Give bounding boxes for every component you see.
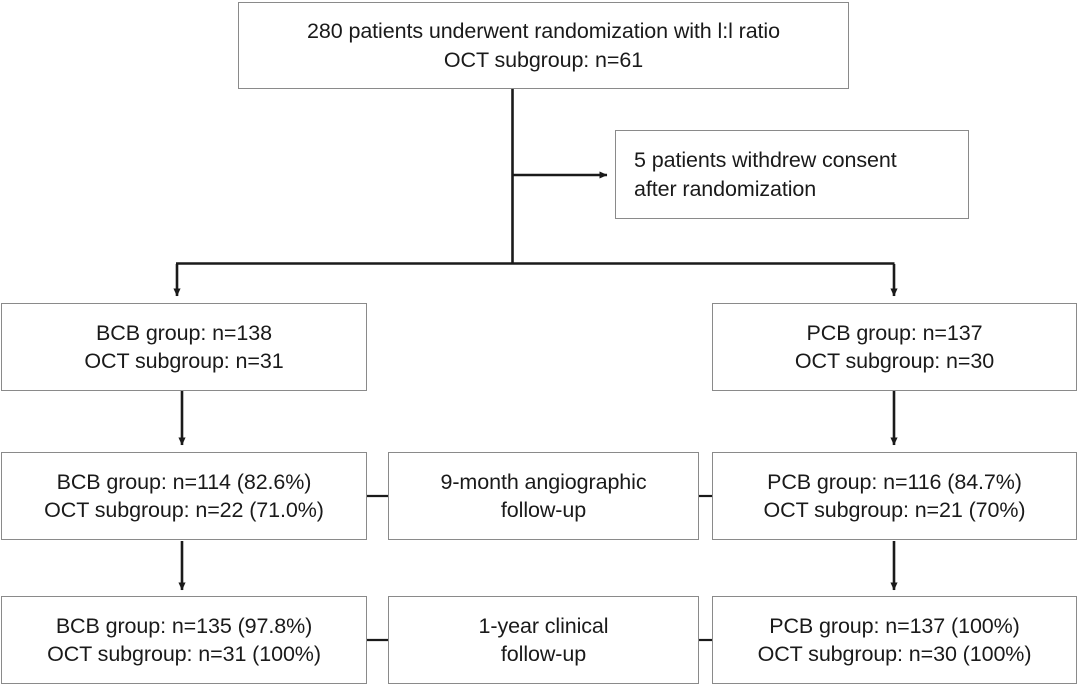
angiographic-label-line-1: 9-month angiographic [440,469,647,494]
pcb-clinical-followup-box: PCB group: n=137 (100%) OCT subgroup: n=… [712,596,1077,684]
randomization-line-2: OCT subgroup: n=61 [443,47,644,72]
withdrew-consent-line-1: 5 patients withdrew consent [634,148,897,173]
randomization-box: 280 patients underwent randomization wit… [238,2,849,89]
angiographic-followup-label-box: 9-month angiographic follow-up [388,452,699,540]
bcb-clinical-followup-box: BCB group: n=135 (97.8%) OCT subgroup: n… [1,596,367,684]
pcb-allocation-box: PCB group: n=137 OCT subgroup: n=30 [712,303,1077,391]
pcb-angiographic-followup-box: PCB group: n=116 (84.7%) OCT subgroup: n… [712,452,1077,540]
bcb-angiographic-line-2: OCT subgroup: n=22 (71.0%) [44,498,324,522]
pcb-clinical-line-1: PCB group: n=137 (100%) [769,613,1020,638]
angiographic-label-line-2: follow-up [500,498,587,522]
bcb-allocation-line-1: BCB group: n=138 [96,320,272,345]
pcb-allocation-line-1: PCB group: n=137 [806,320,983,345]
bcb-angiographic-followup-box: BCB group: n=114 (82.6%) OCT subgroup: n… [1,452,367,540]
clinical-label-line-1: 1-year clinical [478,613,609,638]
bcb-clinical-line-2: OCT subgroup: n=31 (100%) [47,642,321,666]
bcb-angiographic-line-1: BCB group: n=114 (82.6%) [56,469,312,494]
withdrew-consent-line-2: after randomization [634,176,817,201]
withdrew-consent-box: 5 patients withdrew consent after random… [615,130,969,219]
pcb-allocation-line-2: OCT subgroup: n=30 [794,349,995,373]
clinical-label-line-2: follow-up [500,642,587,666]
bcb-allocation-box: BCB group: n=138 OCT subgroup: n=31 [1,303,367,391]
pcb-angiographic-line-1: PCB group: n=116 (84.7%) [767,469,1022,494]
bcb-clinical-line-1: BCB group: n=135 (97.8%) [55,613,313,638]
pcb-clinical-line-2: OCT subgroup: n=30 (100%) [757,642,1032,666]
clinical-followup-label-box: 1-year clinical follow-up [388,596,699,684]
pcb-angiographic-line-2: OCT subgroup: n=21 (70%) [763,498,1026,522]
bcb-allocation-line-2: OCT subgroup: n=31 [84,349,284,373]
randomization-line-1: 280 patients underwent randomization wit… [307,19,780,44]
